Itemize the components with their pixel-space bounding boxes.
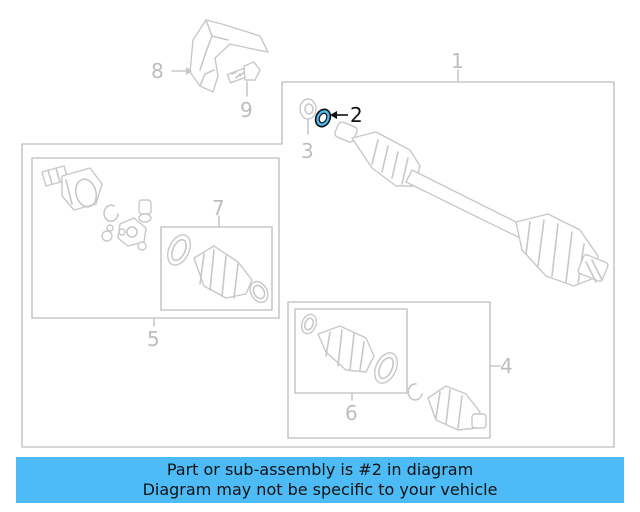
banner-line-1: Part or sub-assembly is #2 in diagram [166,460,474,479]
boot-kit-7 [166,234,269,304]
frame-part-1 [21,81,615,448]
callout-8: 8 [151,59,164,83]
outer-joint-4 [407,383,487,431]
callout-1: 1 [451,49,464,73]
cv-joint-housing [41,165,103,211]
box-part-6 [294,308,408,394]
box-part-4 [287,301,491,439]
box-part-7 [160,226,273,311]
banner-line-2: Diagram may not be specific to your vehi… [142,480,498,499]
box-part-5 [31,157,280,319]
axle-shaft [334,121,609,287]
boot-kit-6 [300,313,399,384]
callout-2: 2 [350,103,363,127]
callout-6: 6 [345,401,358,425]
tripod-parts [101,199,152,251]
arrow-2 [330,111,337,119]
bolt-part-9 [226,61,261,84]
info-banner: Part or sub-assembly is #2 in diagram Di… [16,457,624,503]
arrow-8 [186,67,192,75]
bracket-part-8 [189,19,269,93]
callout-9: 9 [240,98,253,122]
seal-part-3 [299,98,317,120]
callout-5: 5 [147,327,160,351]
callout-7: 7 [212,196,225,220]
callout-4: 4 [500,354,513,378]
snap-ring-part-2 [314,108,332,128]
callout-3: 3 [301,139,314,163]
